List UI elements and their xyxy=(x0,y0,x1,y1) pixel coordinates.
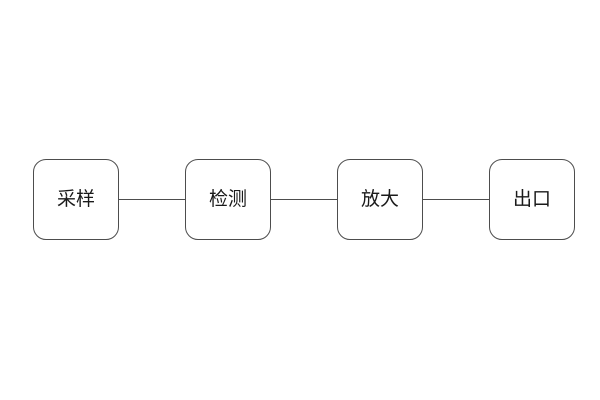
flow-node-outlet: 出口 xyxy=(489,159,575,240)
flow-node-detection: 检测 xyxy=(185,159,271,240)
flow-node-sampling-label: 采样 xyxy=(56,189,95,210)
flowchart-canvas: 采样 检测 放大 出口 xyxy=(33,159,575,240)
flow-node-sampling: 采样 xyxy=(33,159,119,240)
flow-node-amplification: 放大 xyxy=(337,159,423,240)
flow-node-detection-label: 检测 xyxy=(208,189,247,210)
flow-node-outlet-label: 出口 xyxy=(512,189,551,210)
flow-node-amplification-label: 放大 xyxy=(360,189,399,210)
connector-amplification-outlet xyxy=(423,198,489,201)
connector-sampling-detection xyxy=(119,198,185,201)
connector-detection-amplification xyxy=(271,198,337,201)
